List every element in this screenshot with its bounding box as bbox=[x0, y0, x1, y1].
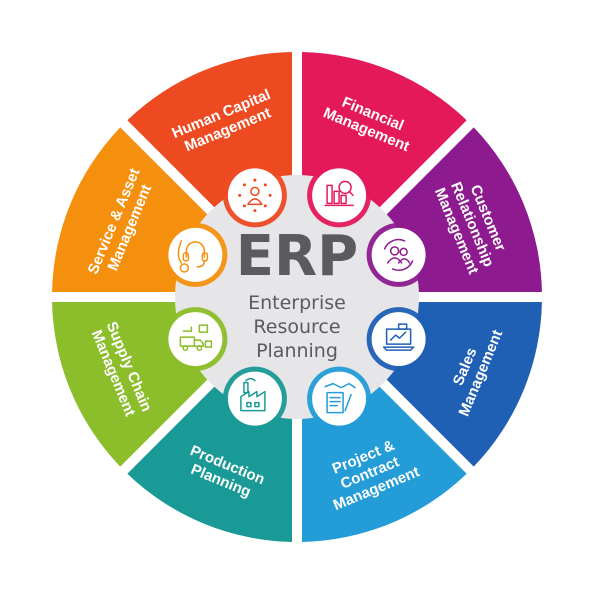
center-subtitle-line: Enterprise bbox=[248, 292, 346, 314]
icons-group bbox=[163, 163, 431, 431]
factory-icon bbox=[222, 366, 287, 431]
center-disc bbox=[175, 175, 419, 419]
supply-truck-icon bbox=[163, 307, 228, 372]
human-capital-icon bbox=[222, 163, 287, 228]
sales-laptop-icon bbox=[366, 307, 431, 372]
customer-cycle-icon bbox=[366, 222, 431, 287]
center-subtitle-line: Planning bbox=[256, 340, 338, 362]
handshake-contract-icon bbox=[307, 366, 372, 431]
service-headset-icon bbox=[163, 222, 228, 287]
center-subtitle-line: Resource bbox=[253, 316, 340, 338]
center-title: ERP bbox=[236, 224, 358, 289]
financial-chart-icon bbox=[307, 163, 372, 228]
